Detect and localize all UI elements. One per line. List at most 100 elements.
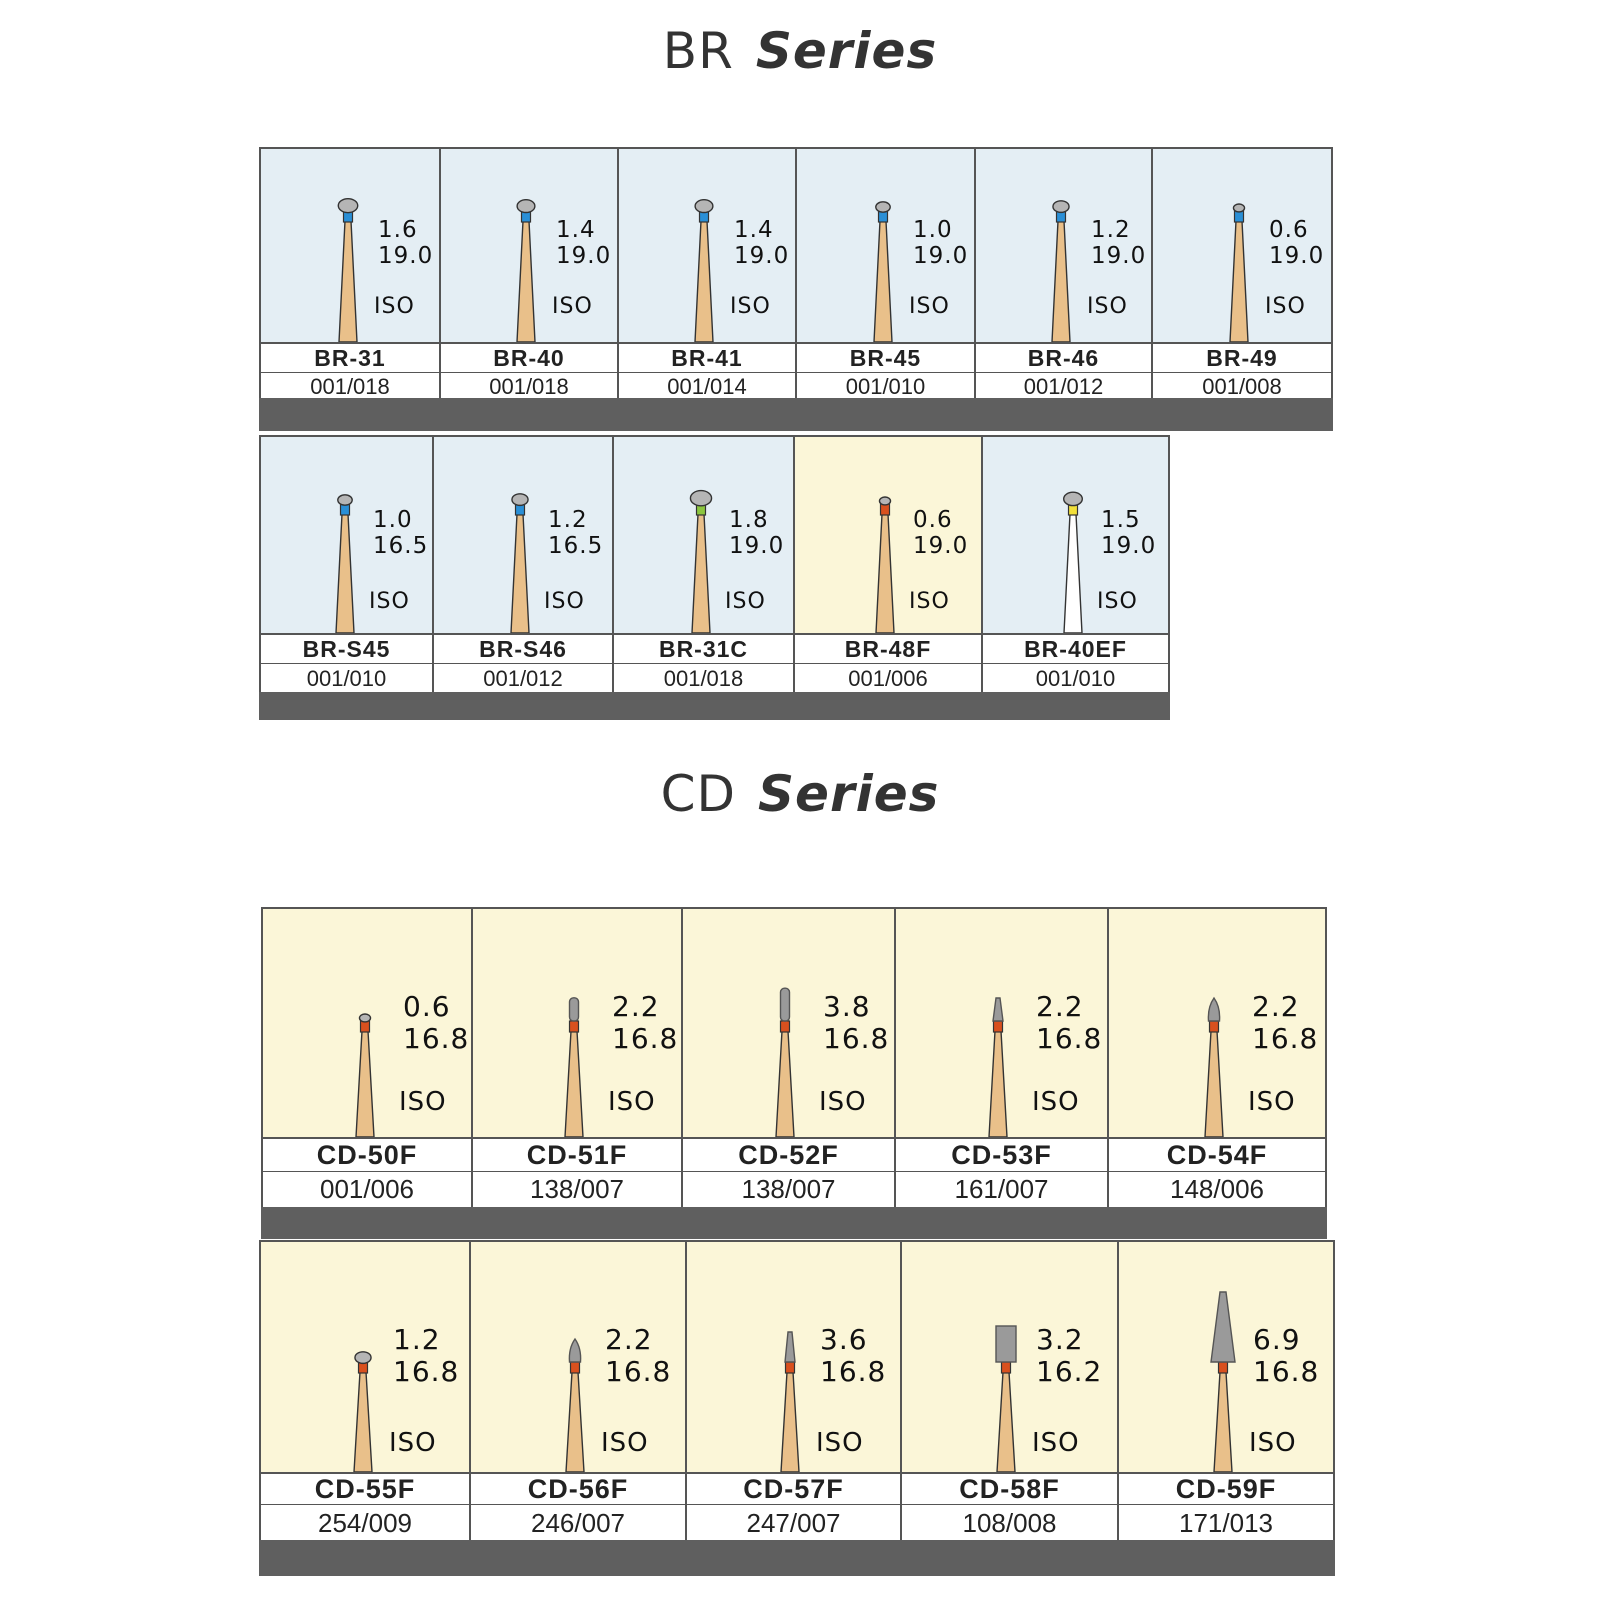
total-length: 19.0	[729, 533, 785, 560]
bur-color-ring	[1233, 210, 1245, 223]
cd_section-row-1-footer-bar	[261, 1207, 1327, 1239]
bur-head	[784, 1331, 796, 1363]
head-diameter: 0.6	[403, 990, 451, 1023]
total-length: 16.5	[548, 533, 604, 560]
iso-label: ISO	[1032, 1428, 1080, 1458]
bur-shank	[694, 220, 714, 342]
bur-illustration	[1119, 1242, 1333, 1472]
head-diameter: 0.6	[913, 507, 953, 533]
total-length: 19.0	[378, 243, 434, 270]
product-name: BR-31C	[614, 633, 793, 664]
bur-color-ring	[1217, 1361, 1229, 1374]
product-name: BR-S46	[434, 633, 612, 664]
br-title-main: BR	[662, 22, 734, 80]
bur-head	[878, 496, 892, 506]
iso-code: 138/007	[683, 1172, 894, 1207]
head-diameter: 1.0	[373, 507, 413, 533]
bur-shank	[1204, 1030, 1224, 1137]
bur-illustration	[261, 437, 432, 633]
cd-title-italic: Series	[758, 765, 940, 823]
bur-color-ring	[992, 1020, 1004, 1033]
iso-code: 001/006	[795, 664, 981, 694]
iso-code: 001/014	[619, 373, 795, 400]
total-length: 19.0	[1269, 243, 1325, 270]
iso-label: ISO	[909, 589, 950, 614]
head-diameter: 1.2	[393, 1323, 441, 1356]
br_section-row-1-footer-bar	[259, 398, 1333, 431]
head-diameter: 1.5	[1101, 507, 1141, 533]
iso-code: 001/010	[261, 664, 432, 694]
iso-label: ISO	[544, 589, 585, 614]
bur-illustration	[1153, 149, 1331, 342]
bur-illustration	[261, 1242, 469, 1472]
head-diameter: 3.2	[1036, 1323, 1084, 1356]
bur-color-ring	[359, 1020, 371, 1033]
iso-label: ISO	[552, 294, 593, 319]
iso-code: 246/007	[471, 1505, 685, 1542]
product-name: CD-54F	[1109, 1137, 1325, 1172]
product-name: CD-58F	[902, 1472, 1117, 1505]
iso-label: ISO	[1248, 1087, 1296, 1117]
bur-color-ring	[569, 1361, 581, 1374]
iso-code: 247/007	[687, 1505, 900, 1542]
total-length: 16.8	[403, 1022, 470, 1056]
bur-color-ring	[1208, 1020, 1220, 1033]
total-length: 16.8	[820, 1355, 887, 1389]
bur-head	[992, 997, 1004, 1022]
head-diameter: 1.4	[734, 217, 774, 243]
bur-head	[875, 201, 891, 213]
iso-label: ISO	[1032, 1087, 1080, 1117]
iso-label: ISO	[1249, 1428, 1297, 1458]
bur-illustration	[683, 909, 894, 1137]
bur-illustration	[797, 149, 974, 342]
head-diameter: 1.4	[556, 217, 596, 243]
bur-shank	[873, 220, 893, 342]
bur-shank	[335, 513, 355, 633]
head-diameter: 1.6	[378, 217, 418, 243]
bur-shank	[1213, 1371, 1233, 1472]
bur-illustration	[619, 149, 795, 342]
total-length: 19.0	[913, 243, 969, 270]
head-diameter: 2.2	[612, 990, 660, 1023]
iso-label: ISO	[608, 1087, 656, 1117]
bur-head	[358, 1013, 372, 1023]
iso-label: ISO	[601, 1428, 649, 1458]
product-name: CD-55F	[261, 1472, 469, 1505]
bur-color-ring	[568, 1020, 580, 1033]
bur-illustration	[896, 909, 1107, 1137]
bur-illustration	[614, 437, 793, 633]
iso-label: ISO	[399, 1087, 447, 1117]
iso-code: 001/010	[983, 664, 1168, 694]
total-length: 16.8	[605, 1355, 672, 1389]
head-diameter: 3.6	[820, 1323, 868, 1356]
total-length: 16.8	[1036, 1022, 1103, 1056]
bur-shank	[338, 220, 358, 342]
iso-code: 001/018	[261, 373, 439, 400]
